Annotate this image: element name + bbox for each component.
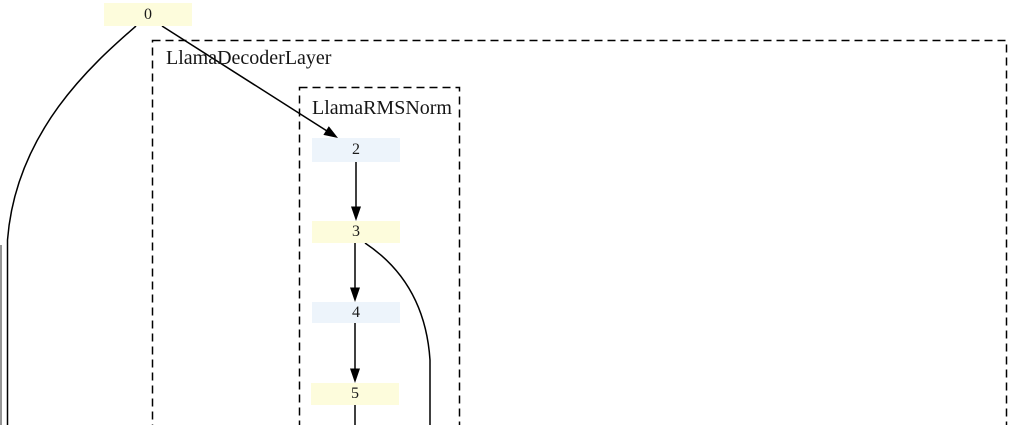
edge-0-down-left-curve xyxy=(6,25,137,425)
node-0: 0 xyxy=(104,3,192,26)
cluster-box-llama-decoder-layer xyxy=(151,39,1008,425)
edge-4-to-5 xyxy=(350,323,360,383)
edge-0-to-2 xyxy=(161,25,338,138)
arrowhead-icon xyxy=(350,368,360,383)
arrowhead-icon xyxy=(351,206,361,221)
node-5: 5 xyxy=(311,383,399,405)
arrowhead-icon xyxy=(350,287,360,302)
cluster-label-llama-decoder-layer: LlamaDecoderLayer xyxy=(166,47,332,69)
node-4: 4 xyxy=(312,302,400,323)
node-3: 3 xyxy=(312,221,400,243)
edge-3-to-4 xyxy=(350,243,360,302)
cluster-label-llama-rms-norm: LlamaRMSNorm xyxy=(312,97,452,119)
node-2: 2 xyxy=(312,138,400,162)
arrowhead-icon xyxy=(323,126,338,138)
edge-2-to-3 xyxy=(351,162,361,221)
